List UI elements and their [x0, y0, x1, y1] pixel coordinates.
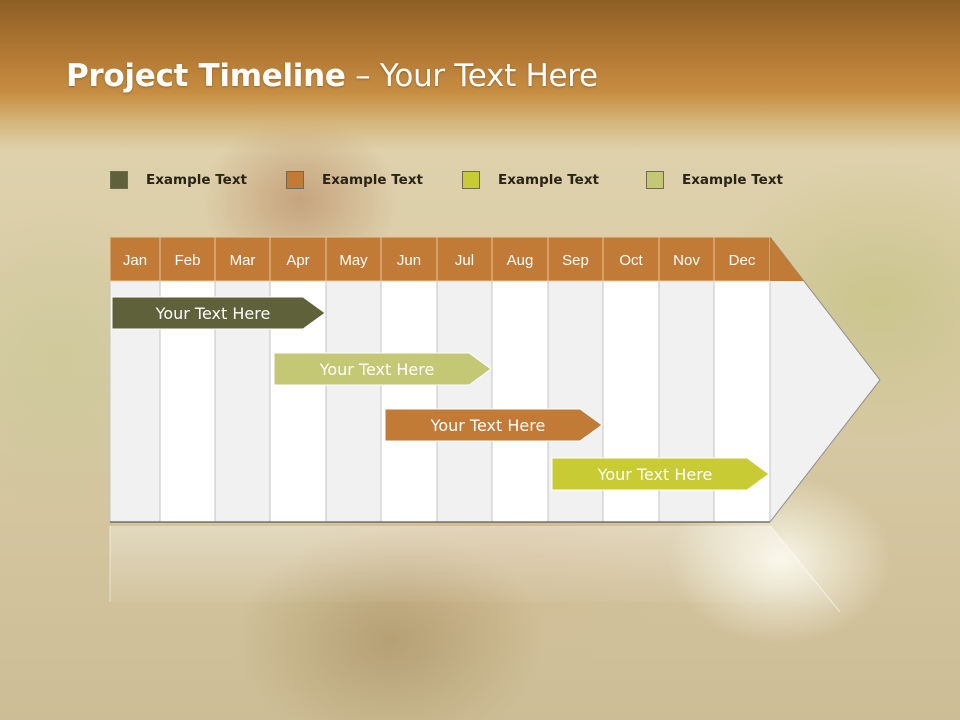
legend-swatch-4: [646, 171, 664, 189]
month-label-mar: Mar: [230, 252, 256, 269]
timeline-bar-shape-4: [551, 457, 770, 491]
month-label-jan: Jan: [123, 252, 147, 269]
legend-label-2: Example Text: [322, 172, 423, 188]
month-header-jul: [436, 236, 493, 282]
timeline-bar-shape-3: [384, 408, 603, 442]
arrow-head-header: [770, 237, 804, 281]
legend-swatch-3: [462, 171, 480, 189]
timeline-bar-3[interactable]: Your Text Here: [384, 408, 603, 442]
month-label-may: May: [339, 252, 368, 269]
title-banner: [0, 0, 960, 150]
title-bold: Project Timeline: [66, 58, 346, 94]
title-rest: – Your Text Here: [345, 58, 598, 94]
legend-label-4: Example Text: [682, 172, 783, 188]
month-label-feb: Feb: [175, 252, 201, 269]
page-title: Project Timeline – Your Text Here: [66, 58, 598, 94]
reflection-shape: [110, 526, 840, 612]
month-header-aug: [491, 236, 549, 282]
month-label-apr: Apr: [286, 252, 309, 269]
legend-label-1: Example Text: [146, 172, 247, 188]
month-label-jul: Jul: [455, 252, 474, 269]
timeline-bar-shape-1: [111, 296, 326, 330]
legend-swatch-1: [110, 171, 128, 189]
legend-label-3: Example Text: [498, 172, 599, 188]
timeline-bar-4[interactable]: Your Text Here: [551, 457, 770, 491]
month-header-nov: [658, 236, 715, 282]
month-header-apr: [269, 236, 327, 282]
month-header-oct: [602, 236, 660, 282]
month-column-jul: [436, 280, 493, 523]
timeline-bar-label-1: Your Text Here: [155, 304, 271, 323]
month-header-feb: [159, 236, 216, 282]
month-column-jun: [380, 280, 438, 523]
timeline-bar-shape-2: [273, 352, 492, 386]
month-label-oct: Oct: [619, 252, 643, 269]
month-label-sep: Sep: [562, 252, 589, 269]
month-header-row: Jan Feb Mar Apr May Jun Jul Aug Sep Oct Nov Dec: [109, 236, 804, 282]
timeline-bar-label-3: Your Text Here: [430, 416, 546, 435]
timeline-bar-2[interactable]: Your Text Here: [273, 352, 492, 386]
month-label-aug: Aug: [507, 252, 534, 269]
month-header-may: [325, 236, 382, 282]
month-column-may: [325, 280, 382, 523]
timeline-reflection: [109, 525, 841, 613]
legend-swatch-2: [286, 171, 304, 189]
month-column-aug: [491, 280, 549, 523]
month-label-jun: Jun: [397, 252, 421, 269]
month-header-dec: [713, 236, 771, 282]
timeline-bar-label-4: Your Text Here: [597, 465, 713, 484]
month-label-nov: Nov: [673, 252, 700, 269]
timeline-bar-1[interactable]: Your Text Here: [111, 296, 326, 330]
timeline-bar-label-2: Your Text Here: [319, 360, 435, 379]
reflection-edge: [769, 525, 841, 613]
month-header-sep: [547, 236, 604, 282]
month-label-dec: Dec: [729, 252, 756, 269]
